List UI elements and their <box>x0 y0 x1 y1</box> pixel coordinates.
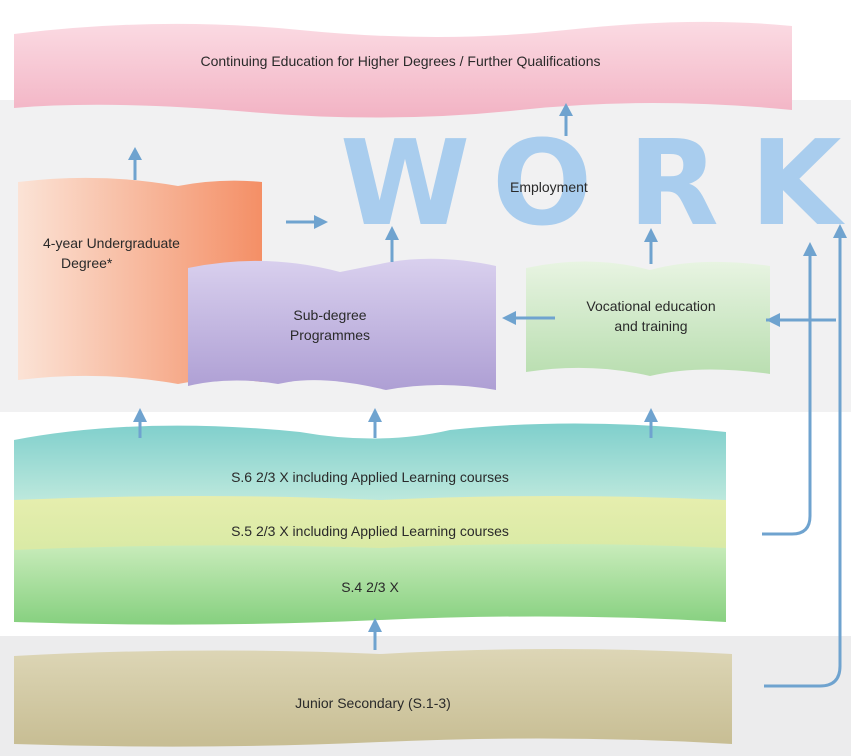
work-letter-k: K <box>750 114 846 252</box>
arrow-head <box>833 224 847 238</box>
arrow-head <box>644 228 658 242</box>
arrow-head <box>502 311 516 325</box>
s6-band <box>14 423 726 512</box>
undergrad-label-line2: Degree* <box>61 255 113 271</box>
arrow-head <box>368 408 382 422</box>
arrow-head <box>766 313 780 327</box>
work-letter-r: R <box>628 114 719 252</box>
vocational-label-line1: Vocational education <box>586 298 716 314</box>
junior-secondary-label: Junior Secondary (S.1-3) <box>295 695 451 711</box>
subdegree-label-line1: Sub-degree <box>293 307 367 323</box>
s5-label: S.5 2/3 X including Applied Learning cou… <box>231 523 509 539</box>
arrow-head <box>128 147 142 160</box>
junior-secondary-band <box>14 649 732 747</box>
arrow-head <box>133 408 147 422</box>
s5-to-work-path <box>762 254 812 536</box>
continuing-education-banner <box>14 21 792 118</box>
arrow-head <box>644 408 658 422</box>
work-letter-w: W <box>340 114 470 252</box>
arrow-head <box>314 215 328 229</box>
arrow-head <box>803 242 817 256</box>
vocational-book <box>526 261 770 376</box>
arrow-head <box>385 226 399 240</box>
junior-to-work-path <box>764 236 842 688</box>
continuing-education-label: Continuing Education for Higher Degrees … <box>200 53 601 69</box>
work-word: W O R K <box>340 114 846 252</box>
s4-label: S.4 2/3 X <box>341 579 399 595</box>
s6-label: S.6 2/3 X including Applied Learning cou… <box>231 469 509 485</box>
subdegree-label-line2: Programmes <box>289 327 371 343</box>
work-letter-o: O <box>492 114 592 252</box>
employment-label: Employment <box>510 179 588 195</box>
vocational-label-line2: and training <box>614 318 688 334</box>
arrows <box>128 103 658 650</box>
arrow-head <box>559 103 573 116</box>
side-arrow-heads <box>766 224 847 327</box>
subdegree-book <box>188 258 496 390</box>
s4-band <box>14 544 726 625</box>
undergrad-label-line1: 4-year Undergraduate <box>43 235 180 251</box>
arrow-head <box>368 618 382 632</box>
